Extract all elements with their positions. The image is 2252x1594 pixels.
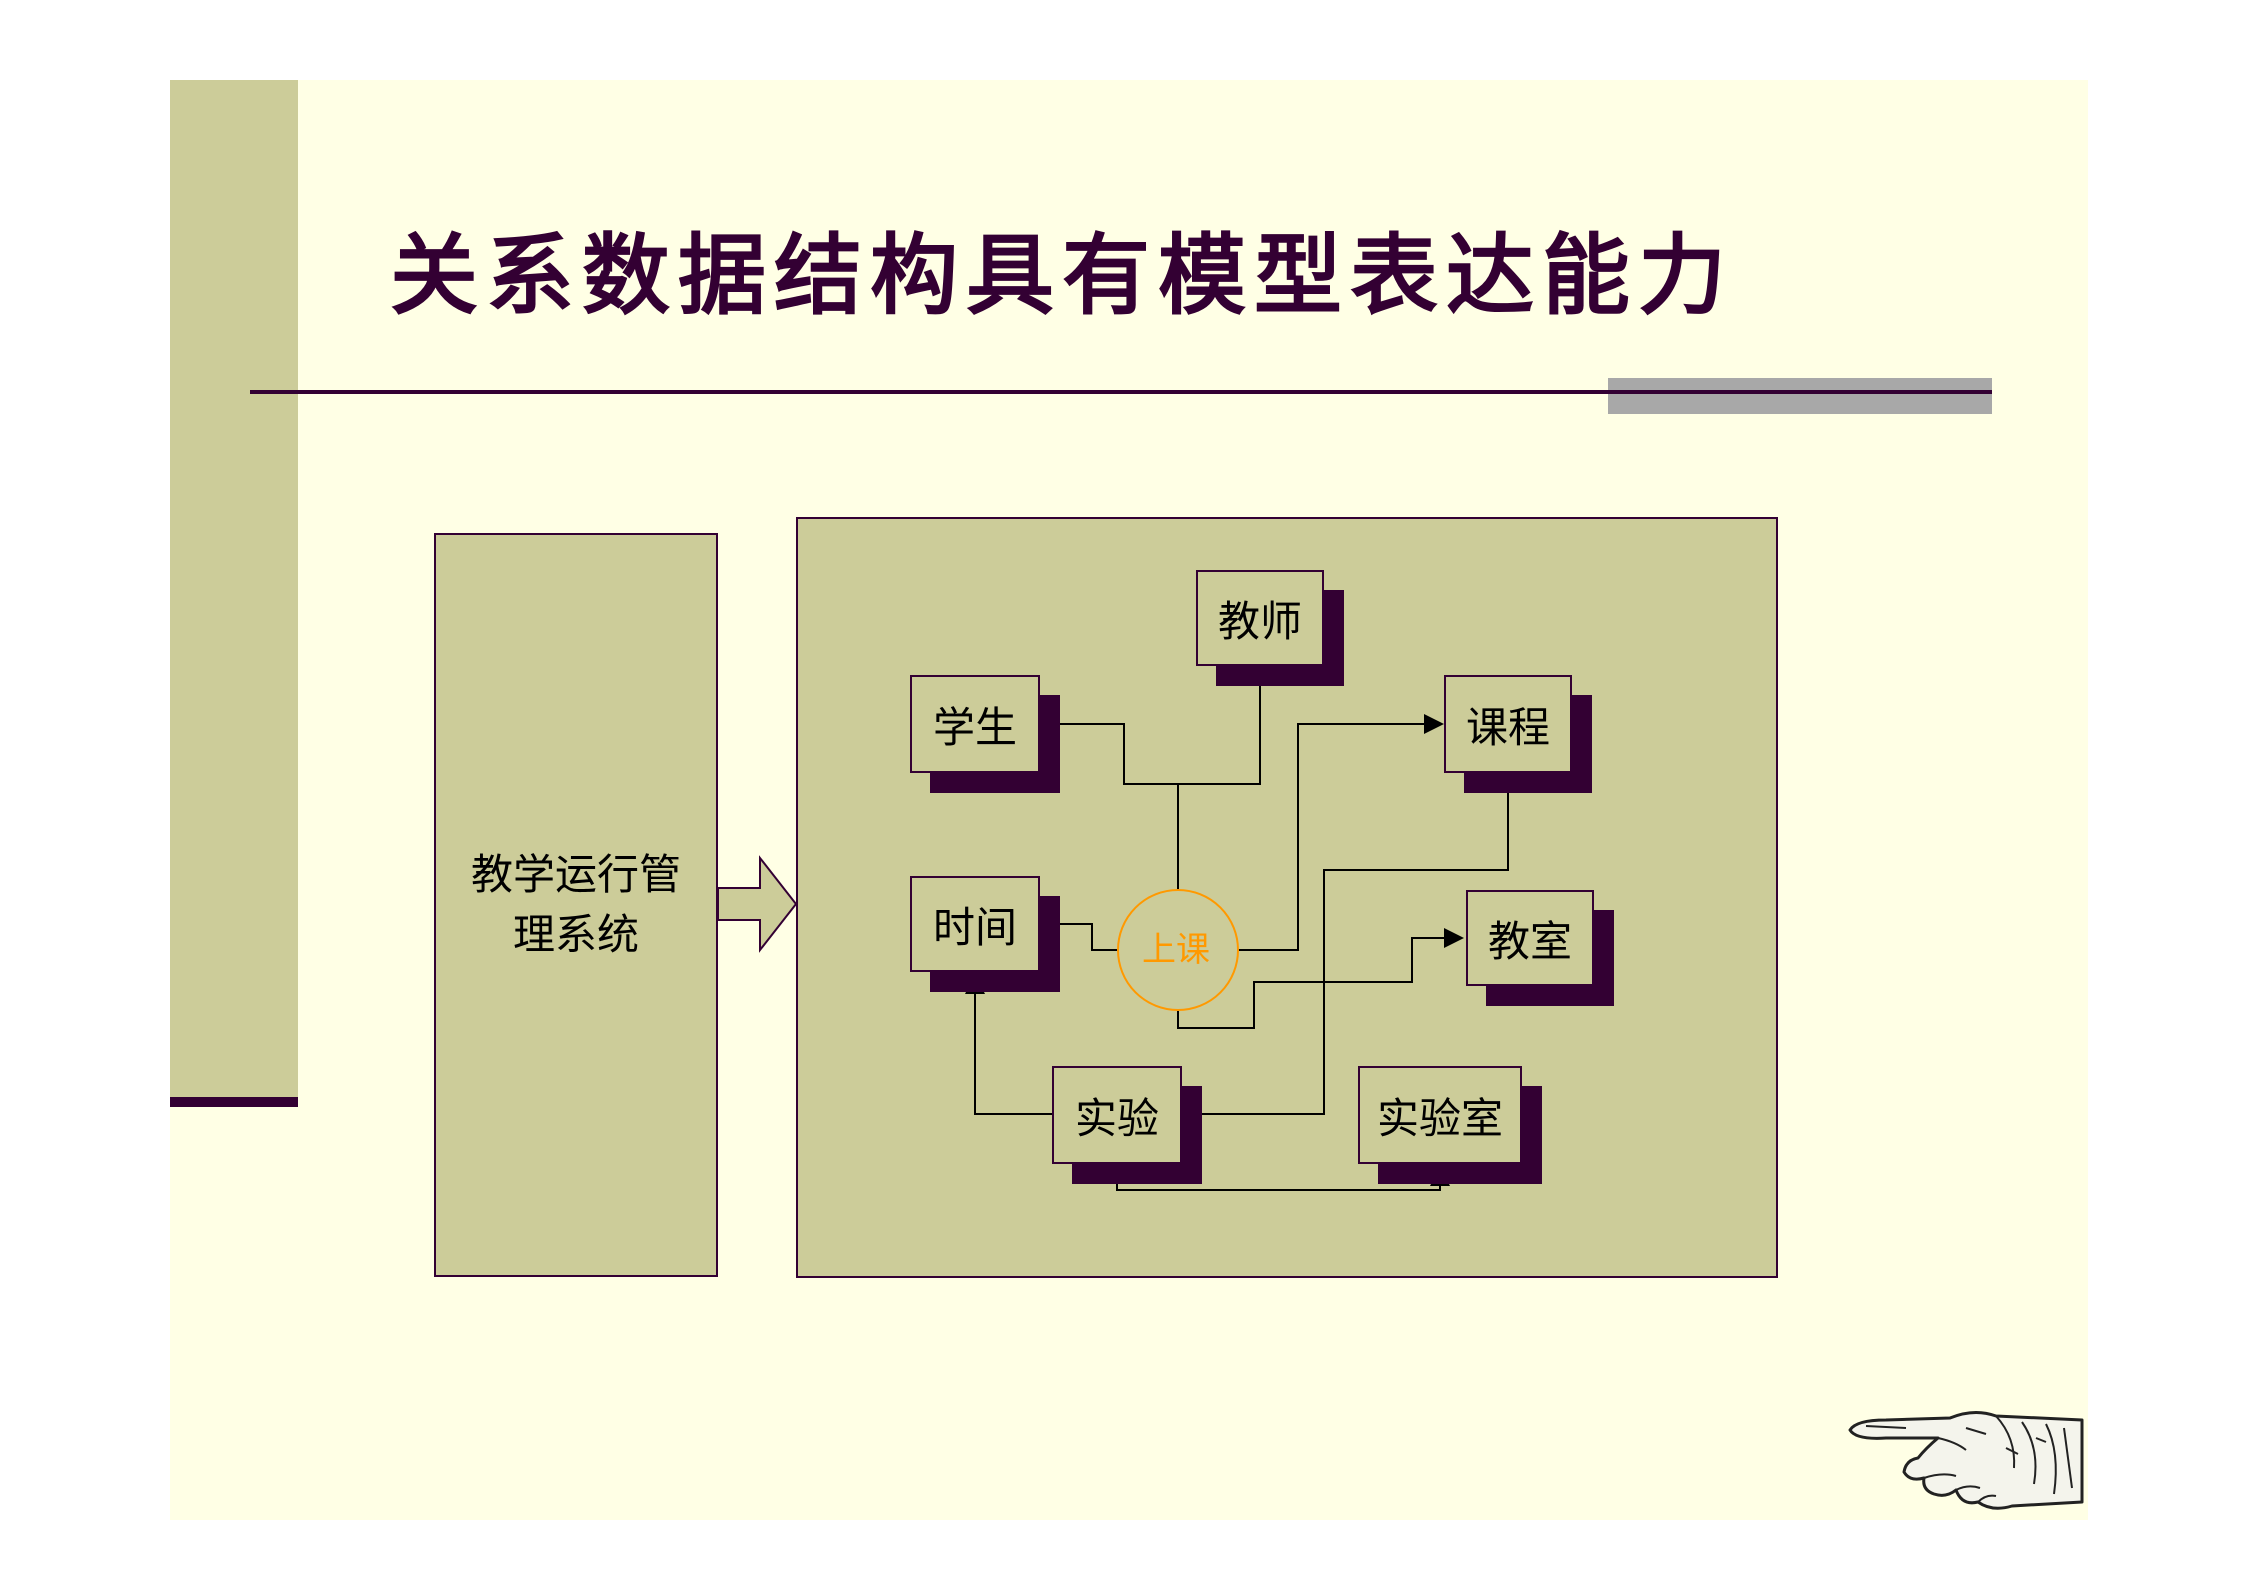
system-label-line1: 教学运行管	[470, 850, 681, 899]
node-course-label: 课程	[1444, 675, 1572, 773]
node-time-label: 时间	[910, 876, 1040, 972]
system-label-line2: 理系统	[512, 910, 639, 959]
node-classroom: 教室	[1466, 890, 1614, 1006]
system-panel	[434, 533, 718, 1277]
slide-title: 关系数据结构具有模型表达能力	[390, 224, 1735, 327]
title-rule	[250, 390, 1992, 394]
node-lab: 实验室	[1358, 1066, 1542, 1184]
title-rule-accent	[1608, 378, 1992, 414]
node-experiment: 实验	[1052, 1066, 1202, 1184]
system-panel-label: 教学运行管 理系统	[434, 845, 718, 965]
node-teacher: 教师	[1196, 570, 1344, 686]
side-accent-bar	[170, 80, 298, 1105]
edge-to-course	[1238, 714, 1444, 951]
node-lab-label: 实验室	[1358, 1066, 1522, 1164]
node-time: 时间	[910, 876, 1060, 992]
node-student: 学生	[910, 675, 1060, 793]
edge-course-experiment	[1180, 778, 1509, 1124]
node-teacher-label: 教师	[1196, 570, 1324, 666]
pointing-hand-icon	[1848, 1411, 2084, 1510]
center-circle	[1117, 889, 1239, 1011]
center-node-label: 上课	[1142, 930, 1210, 970]
edge-to-teacher	[1178, 662, 1270, 785]
node-course: 课程	[1444, 675, 1592, 793]
edge-to-time	[1040, 923, 1118, 951]
edge-to-classroom	[1177, 928, 1464, 1029]
edge-experiment-time	[965, 974, 1052, 1115]
edge-to-student	[1038, 714, 1178, 785]
right-arrow-icon	[717, 855, 798, 953]
node-experiment-label: 实验	[1052, 1066, 1182, 1164]
title-rule-accent-line	[1608, 390, 1992, 394]
side-accent-bar-foot	[170, 1097, 298, 1107]
node-student-label: 学生	[910, 675, 1040, 773]
node-classroom-label: 教室	[1466, 890, 1594, 986]
